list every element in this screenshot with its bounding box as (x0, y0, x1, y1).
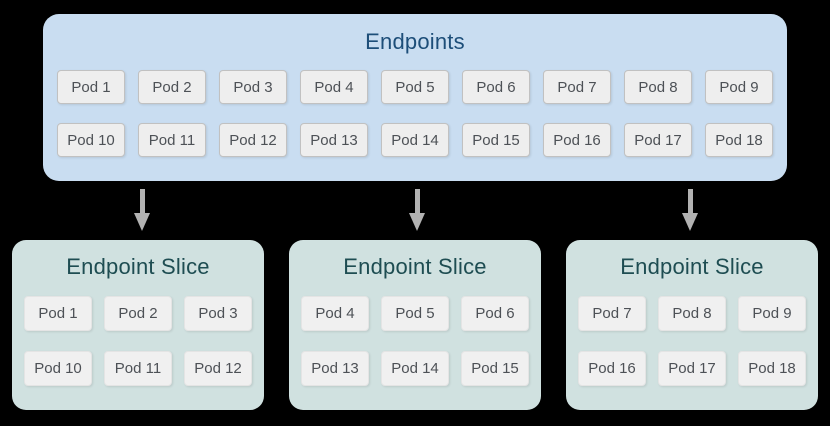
endpoints-pod-row-1: Pod 1 Pod 2 Pod 3 Pod 4 Pod 5 Pod 6 Pod … (43, 70, 787, 104)
pod-box: Pod 7 (578, 296, 646, 331)
pod-box: Pod 5 (381, 70, 449, 104)
arrow-stem (687, 189, 693, 214)
pod-box: Pod 2 (104, 296, 172, 331)
arrow-head (409, 213, 425, 231)
pod-box: Pod 11 (138, 123, 206, 157)
pod-box: Pod 13 (301, 351, 369, 386)
pod-box: Pod 15 (462, 123, 530, 157)
pod-box: Pod 18 (738, 351, 806, 386)
arrow-head (682, 213, 698, 231)
pod-box: Pod 15 (461, 351, 529, 386)
endpoints-box: Endpoints Pod 1 Pod 2 Pod 3 Pod 4 Pod 5 … (43, 14, 787, 181)
arrow-stem (414, 189, 420, 214)
pod-box: Pod 2 (138, 70, 206, 104)
pod-box: Pod 6 (462, 70, 530, 104)
arrow-stem (139, 189, 145, 214)
slice-pod-row-2: Pod 16 Pod 17 Pod 18 (566, 351, 818, 386)
pod-box: Pod 7 (543, 70, 611, 104)
pod-box: Pod 16 (578, 351, 646, 386)
endpoints-pod-grid: Pod 1 Pod 2 Pod 3 Pod 4 Pod 5 Pod 6 Pod … (43, 70, 787, 157)
pod-box: Pod 11 (104, 351, 172, 386)
slice-pod-row-2: Pod 13 Pod 14 Pod 15 (289, 351, 541, 386)
slice-pod-row-1: Pod 1 Pod 2 Pod 3 (12, 296, 264, 331)
slice-pod-grid: Pod 1 Pod 2 Pod 3 Pod 10 Pod 11 Pod 12 (12, 296, 264, 386)
pod-box: Pod 14 (381, 351, 449, 386)
pod-box: Pod 10 (57, 123, 125, 157)
down-arrow-icon (682, 189, 698, 231)
pod-box: Pod 3 (219, 70, 287, 104)
slice-pod-row-2: Pod 10 Pod 11 Pod 12 (12, 351, 264, 386)
pod-box: Pod 1 (57, 70, 125, 104)
endpoint-slice-box-1: Endpoint Slice Pod 1 Pod 2 Pod 3 Pod 10 … (12, 240, 264, 410)
endpoints-title: Endpoints (365, 29, 465, 54)
pod-box: Pod 9 (705, 70, 773, 104)
pod-box: Pod 9 (738, 296, 806, 331)
pod-box: Pod 17 (624, 123, 692, 157)
endpoint-slice-box-3: Endpoint Slice Pod 7 Pod 8 Pod 9 Pod 16 … (566, 240, 818, 410)
pod-box: Pod 5 (381, 296, 449, 331)
pod-box: Pod 1 (24, 296, 92, 331)
endpoint-slice-box-2: Endpoint Slice Pod 4 Pod 5 Pod 6 Pod 13 … (289, 240, 541, 410)
pod-box: Pod 14 (381, 123, 449, 157)
pod-box: Pod 17 (658, 351, 726, 386)
pod-box: Pod 18 (705, 123, 773, 157)
pod-box: Pod 4 (301, 296, 369, 331)
pod-box: Pod 6 (461, 296, 529, 331)
slice-pod-row-1: Pod 7 Pod 8 Pod 9 (566, 296, 818, 331)
slice-pod-grid: Pod 7 Pod 8 Pod 9 Pod 16 Pod 17 Pod 18 (566, 296, 818, 386)
endpoint-slice-title: Endpoint Slice (343, 254, 487, 279)
endpoints-pod-row-2: Pod 10 Pod 11 Pod 12 Pod 13 Pod 14 Pod 1… (43, 123, 787, 157)
pod-box: Pod 3 (184, 296, 252, 331)
slice-pod-row-1: Pod 4 Pod 5 Pod 6 (289, 296, 541, 331)
endpoint-slice-title: Endpoint Slice (620, 254, 764, 279)
pod-box: Pod 12 (184, 351, 252, 386)
pod-box: Pod 16 (543, 123, 611, 157)
pod-box: Pod 4 (300, 70, 368, 104)
pod-box: Pod 12 (219, 123, 287, 157)
slice-pod-grid: Pod 4 Pod 5 Pod 6 Pod 13 Pod 14 Pod 15 (289, 296, 541, 386)
down-arrow-icon (409, 189, 425, 231)
pod-box: Pod 8 (658, 296, 726, 331)
arrow-head (134, 213, 150, 231)
endpoint-slice-title: Endpoint Slice (66, 254, 210, 279)
down-arrow-icon (134, 189, 150, 231)
pod-box: Pod 10 (24, 351, 92, 386)
pod-box: Pod 13 (300, 123, 368, 157)
pod-box: Pod 8 (624, 70, 692, 104)
